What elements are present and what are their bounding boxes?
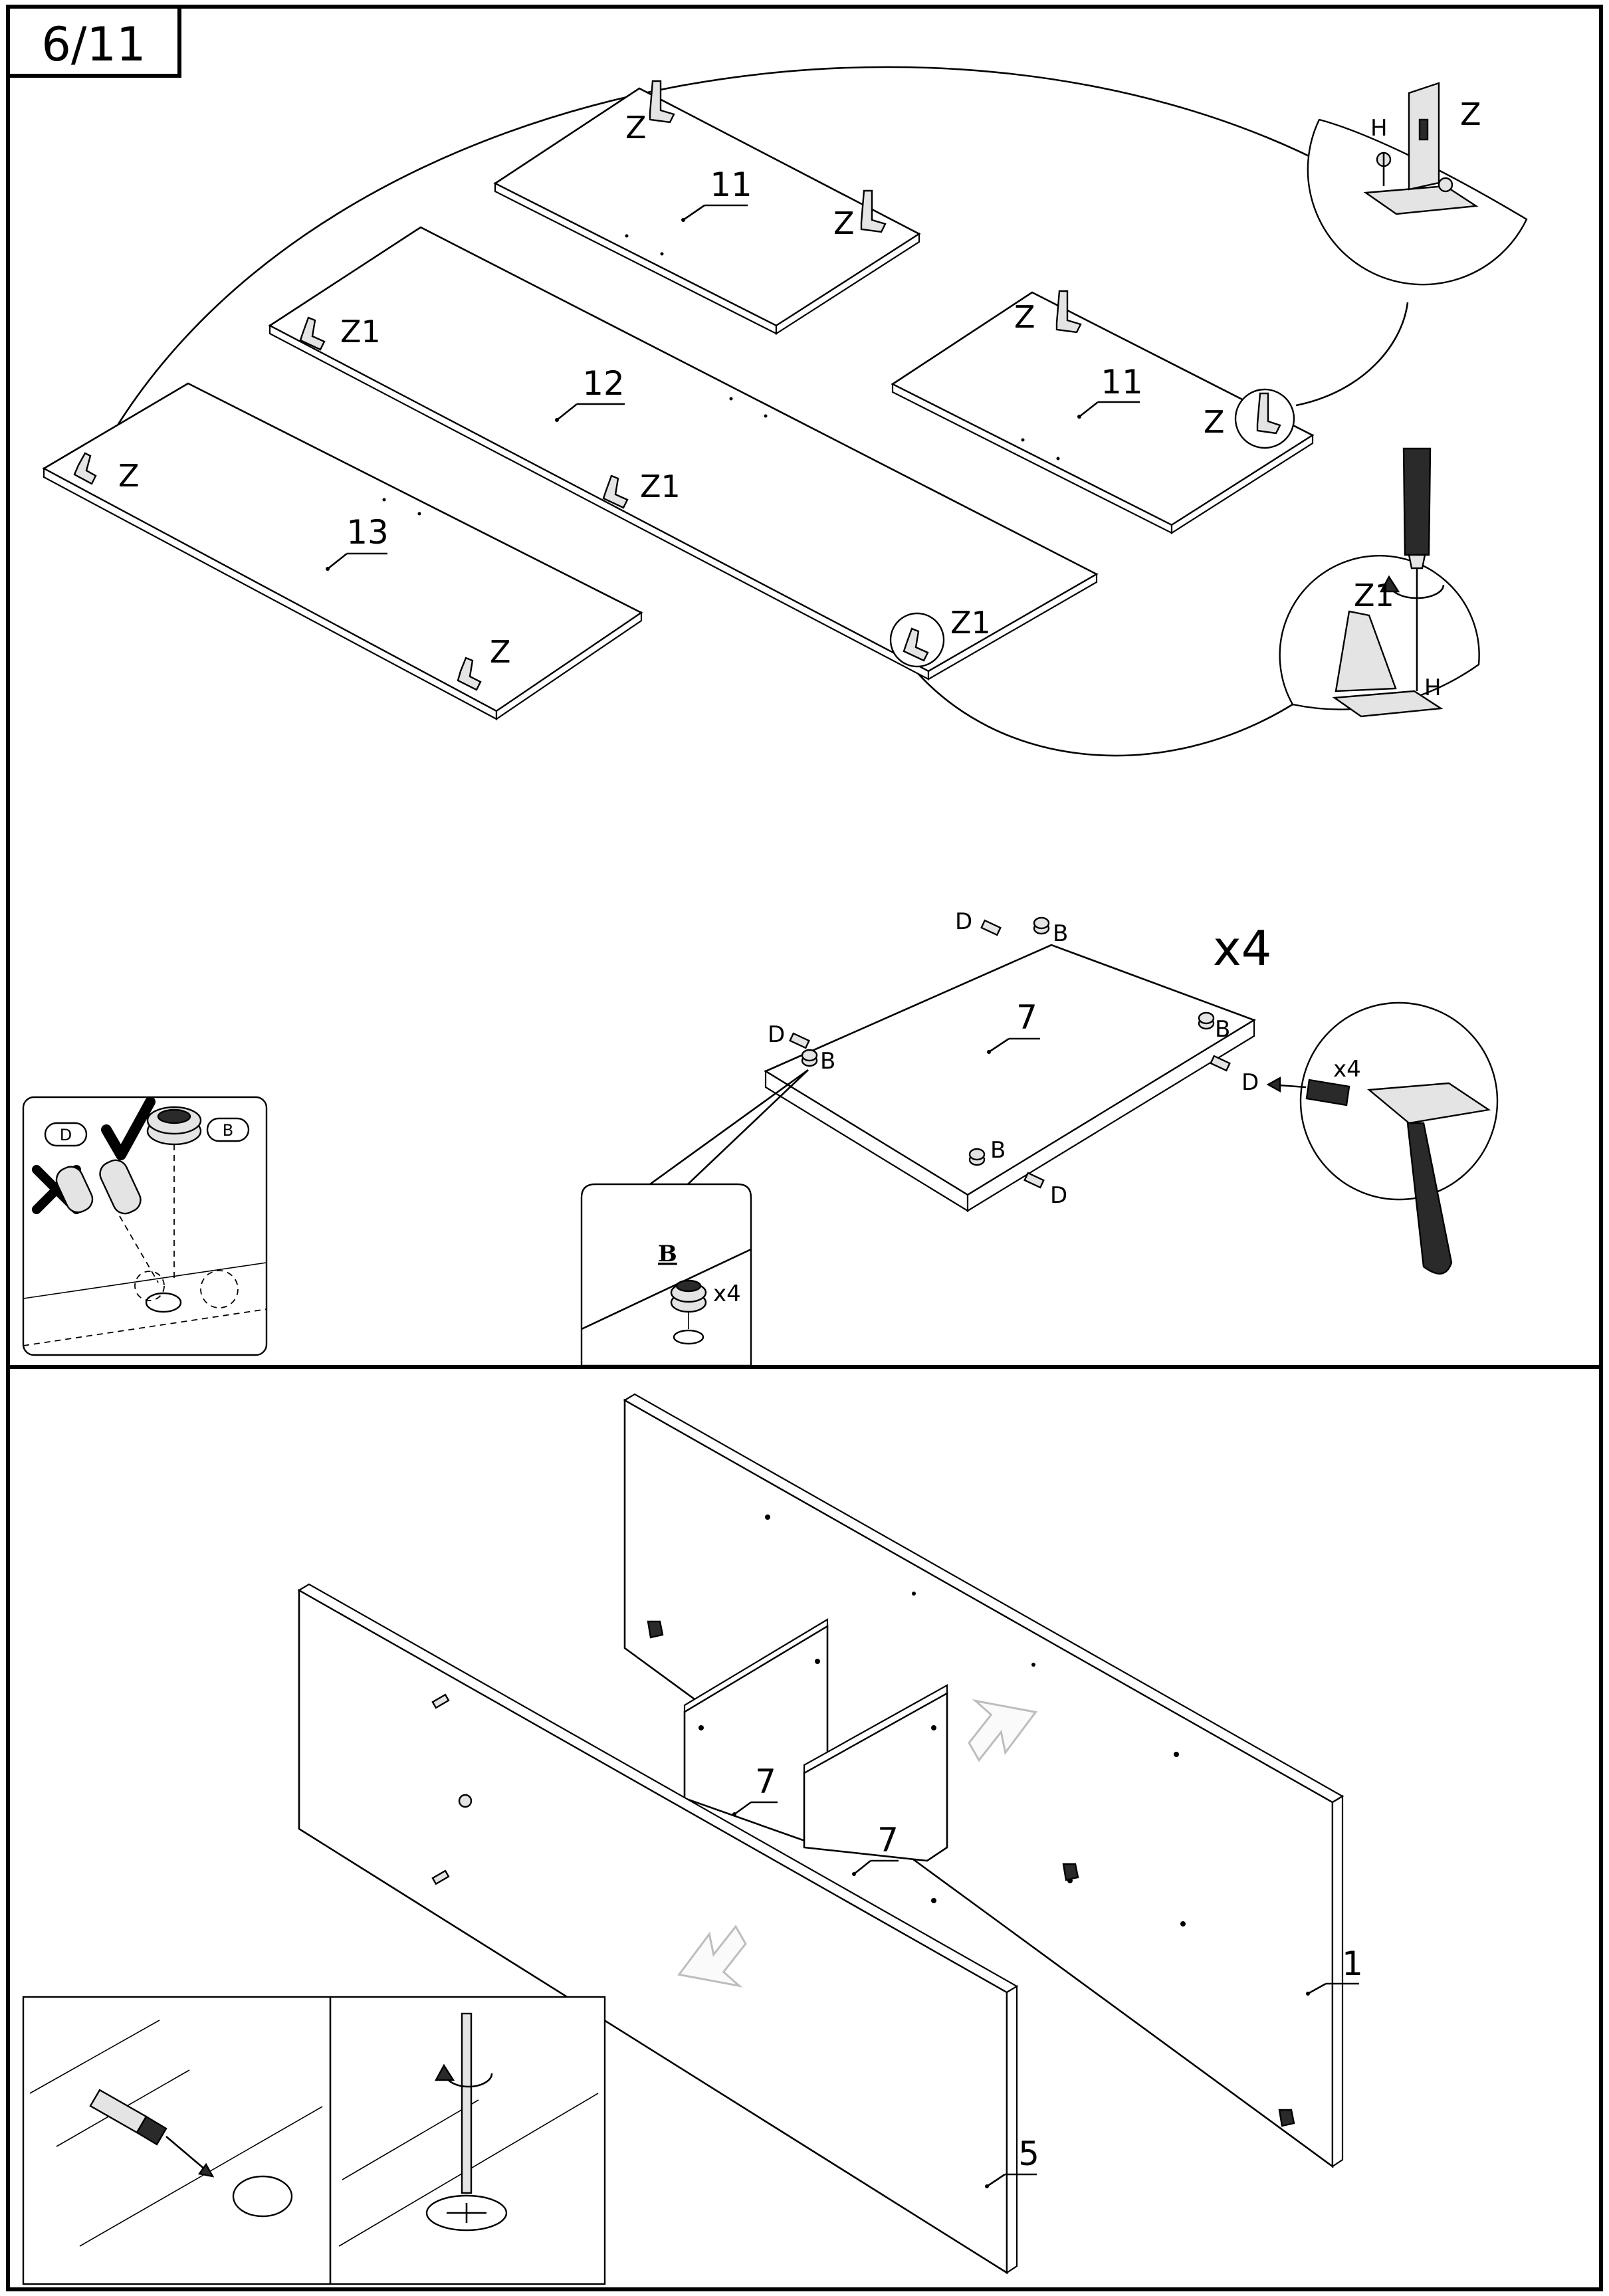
bracket-icon — [457, 657, 482, 691]
panel-number: 12 — [582, 364, 625, 403]
fitting-inset: D B — [22, 1096, 268, 1356]
page-number: 6/11 — [41, 17, 146, 72]
dowel-icon — [789, 1032, 810, 1049]
bracket-icon — [1278, 2109, 1295, 2127]
bracket-label: Z — [833, 205, 855, 241]
bracket-label: Z — [1204, 404, 1225, 440]
bracket-label: Z — [1014, 299, 1035, 335]
panel-number: 7 — [755, 1762, 776, 1801]
dowel-label: D — [955, 908, 972, 935]
screwdriver-icon — [461, 2012, 473, 2194]
hammer-quantity: x4 — [1333, 1056, 1361, 1083]
panel-number: 1 — [1342, 1944, 1363, 1983]
cam-detail-label: B — [658, 1241, 677, 1267]
panel-11-upper: 11 Z Z — [493, 80, 921, 336]
panel-12: 12 Z1 Z1 Z1 — [268, 226, 1099, 680]
cam-detail-box: B x4 — [580, 1183, 752, 1367]
panel-13: 13 Z Z — [42, 382, 643, 721]
screw-inset — [22, 1996, 606, 2285]
cam-icon — [670, 1279, 707, 1345]
push-arrow-icon — [677, 1925, 747, 1988]
cam-label: B — [1215, 1016, 1230, 1043]
panel-11-right: 11 Z Z — [891, 290, 1315, 535]
leader-curve-z1 — [908, 663, 1293, 757]
dowel-label: D — [1050, 1182, 1067, 1209]
panel-5: 5 — [297, 1583, 1039, 2275]
bracket-icon — [647, 1620, 664, 1639]
dowel-label: D — [1241, 1069, 1259, 1096]
bracket-label: Z — [490, 634, 511, 670]
hammer-detail: x4 — [1266, 1001, 1499, 1275]
bracket-label: Z — [118, 458, 140, 494]
rotate-arrow-icon — [434, 2063, 493, 2088]
dowel-icon — [1305, 1079, 1350, 1106]
bracket-label: Z1 — [340, 314, 381, 350]
checkmark-icon — [101, 1096, 156, 1160]
cam-leader — [649, 1069, 809, 1186]
cam-leader — [687, 1069, 809, 1185]
dowel-icon — [99, 1159, 142, 1215]
leader-curve-11 — [1295, 302, 1409, 407]
middle-step: 7 x4 D B D B B D B D B — [22, 908, 1499, 1367]
push-arrow-icon — [968, 1699, 1037, 1762]
cam-label: B — [820, 1048, 835, 1075]
cam-icon — [801, 1049, 818, 1067]
dowel-label: D — [768, 1021, 785, 1048]
bracket-icon — [903, 627, 929, 662]
cam-icon — [146, 1106, 202, 1146]
top-step: 13 Z Z 12 Z1 Z1 Z1 — [42, 66, 1528, 757]
cam-label: B — [1053, 920, 1068, 947]
panel-number: 7 — [1016, 998, 1037, 1037]
bracket-label: Z — [625, 110, 647, 146]
inset-dowel-label: D — [60, 1126, 72, 1144]
cam-icon — [458, 1794, 473, 1808]
panel-7-front: 7 — [803, 1684, 948, 1903]
bracket-icon — [602, 474, 629, 509]
push-arrow-icon — [1266, 1076, 1307, 1093]
quantity-label: x4 — [1213, 920, 1271, 976]
bracket-label: Z1 — [950, 605, 991, 641]
panel-number: 13 — [346, 513, 389, 552]
panel-1: 1 — [623, 1393, 1363, 2168]
panel-number: 11 — [1101, 363, 1143, 401]
hammer-icon — [1366, 1082, 1491, 1275]
outer-border — [6, 5, 1603, 2291]
dowel-icon — [431, 1869, 450, 1885]
cam-icon — [1033, 916, 1050, 935]
inset-cam-label: B — [223, 1121, 233, 1140]
bracket-icon — [860, 189, 887, 233]
screwdriver-icon — [89, 2089, 167, 2146]
bracket-label: Z1 — [640, 469, 681, 504]
screw-label: H — [1424, 675, 1442, 701]
detail-z-bracket: H Z — [1307, 82, 1528, 286]
bracket-label: Z — [1460, 96, 1481, 132]
panel-number: 11 — [710, 165, 752, 204]
rotate-arrow-icon — [1379, 575, 1445, 599]
bottom-step: 1 7 7 — [22, 1393, 1363, 2285]
dowel-icon — [55, 1166, 94, 1213]
dowel-icon — [431, 1693, 450, 1709]
bracket-icon — [649, 80, 675, 124]
cam-detail-quantity: x4 — [713, 1281, 741, 1307]
cam-icon — [968, 1148, 986, 1166]
bracket-icon — [1256, 392, 1281, 435]
cam-label: B — [990, 1137, 1006, 1164]
panel-7: 7 x4 D B D B B D B D — [764, 908, 1271, 1212]
detail-z1-bracket: Z1 H — [1279, 447, 1480, 718]
dowel-icon — [1210, 1055, 1231, 1072]
bracket-icon — [299, 316, 326, 351]
screwdriver-icon — [1402, 447, 1432, 691]
panel-number: 5 — [1018, 2135, 1039, 2173]
bracket-label: Z1 — [1354, 577, 1394, 613]
dowel-icon — [980, 919, 1002, 936]
dowel-icon — [1023, 1172, 1045, 1189]
screw-label: H — [1370, 115, 1388, 142]
panel-number: 7 — [877, 1821, 899, 1859]
bracket-icon — [1062, 1863, 1079, 1881]
bracket-icon — [73, 452, 97, 485]
bracket-icon — [1055, 290, 1082, 334]
page-number-box: 6/11 — [6, 5, 181, 78]
cam-icon — [1198, 1011, 1215, 1030]
